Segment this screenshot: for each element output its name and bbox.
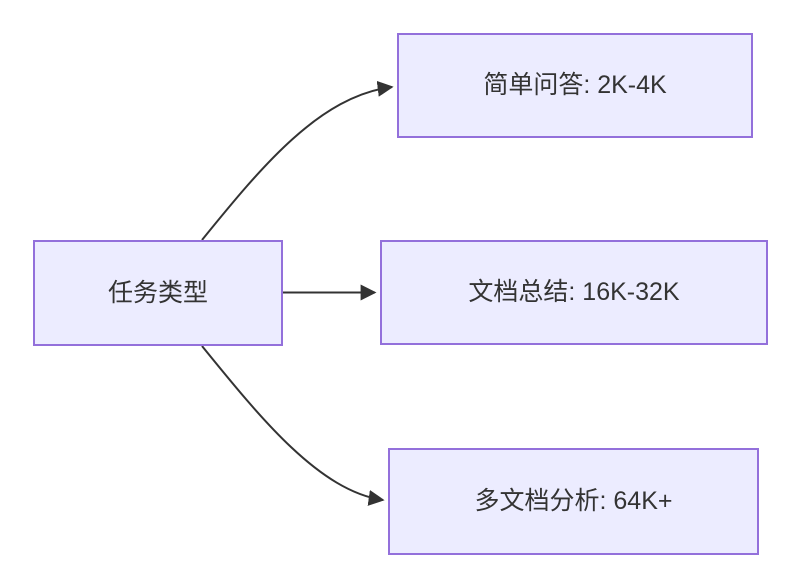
node-task-type: 任务类型 — [33, 240, 283, 346]
node-simple-qa-label: 简单问答: 2K-4K — [483, 71, 667, 100]
node-doc-summary: 文档总结: 16K-32K — [380, 240, 768, 345]
edge-root-to-simple-qa — [201, 80, 394, 241]
node-doc-summary-label: 文档总结: 16K-32K — [468, 278, 680, 307]
node-multidoc-analysis: 多文档分析: 64K+ — [388, 448, 759, 555]
edge-root-to-multidoc-analysis — [201, 345, 385, 506]
node-multidoc-analysis-label: 多文档分析: 64K+ — [474, 487, 673, 516]
node-task-type-label: 任务类型 — [107, 278, 208, 307]
node-simple-qa: 简单问答: 2K-4K — [397, 33, 753, 138]
